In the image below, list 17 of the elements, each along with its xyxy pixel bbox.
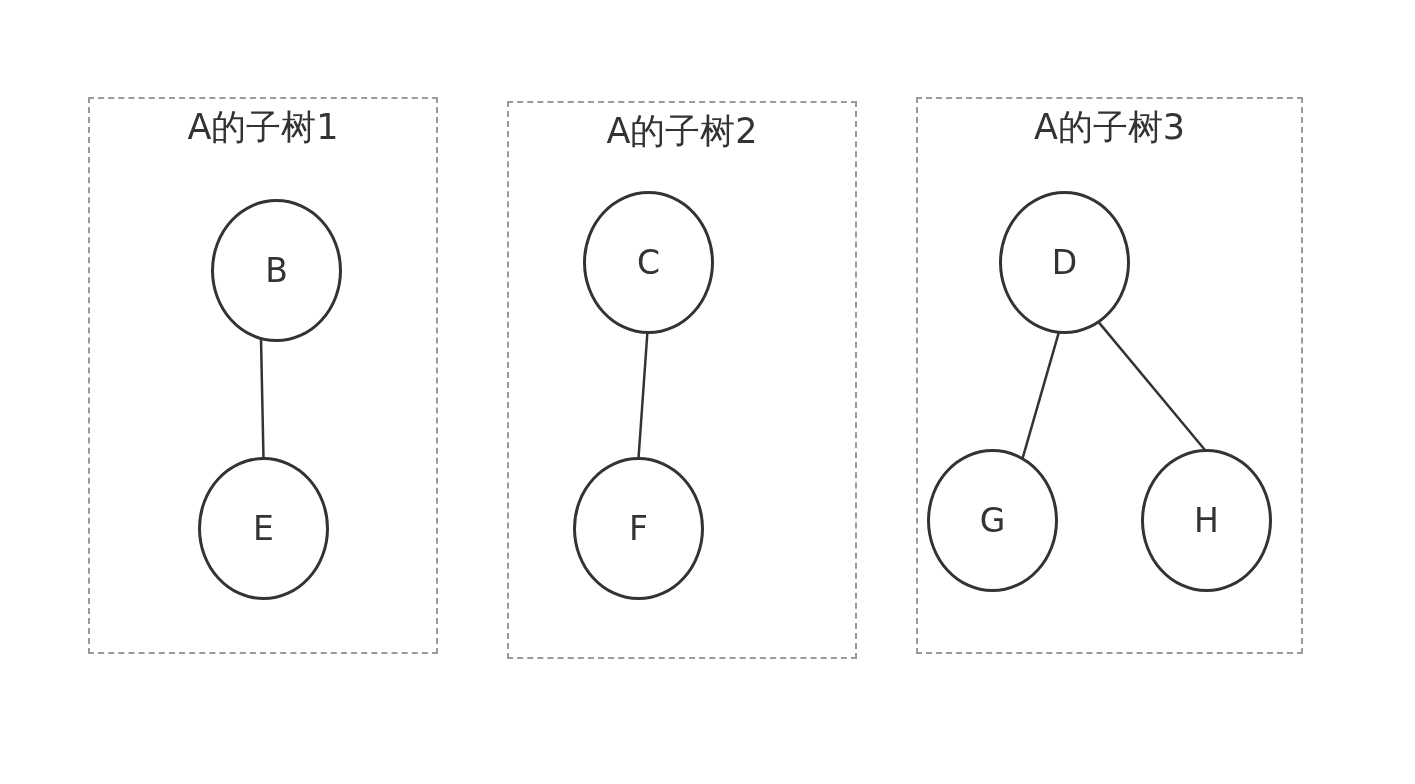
subtree-title: A的子树2 xyxy=(606,111,758,151)
subtree-frame xyxy=(88,97,438,654)
connector-line xyxy=(637,332,649,459)
subtree-title: A的子树1 xyxy=(187,107,339,147)
tree-node-circle: H xyxy=(1141,449,1272,592)
subtree-frame xyxy=(916,97,1303,654)
tree-node-circle: G xyxy=(927,449,1058,592)
connector-line xyxy=(1021,331,1061,460)
connector-line xyxy=(1097,321,1207,452)
tree-node-circle: E xyxy=(198,457,329,600)
subtree-frame xyxy=(507,101,857,659)
subtree-title: A的子树3 xyxy=(1033,107,1186,147)
connector-line xyxy=(259,338,265,459)
tree-node-circle: C xyxy=(583,191,714,334)
tree-node-circle: F xyxy=(573,457,704,600)
tree-node-circle: D xyxy=(999,191,1130,334)
tree-node-circle: B xyxy=(211,199,342,342)
